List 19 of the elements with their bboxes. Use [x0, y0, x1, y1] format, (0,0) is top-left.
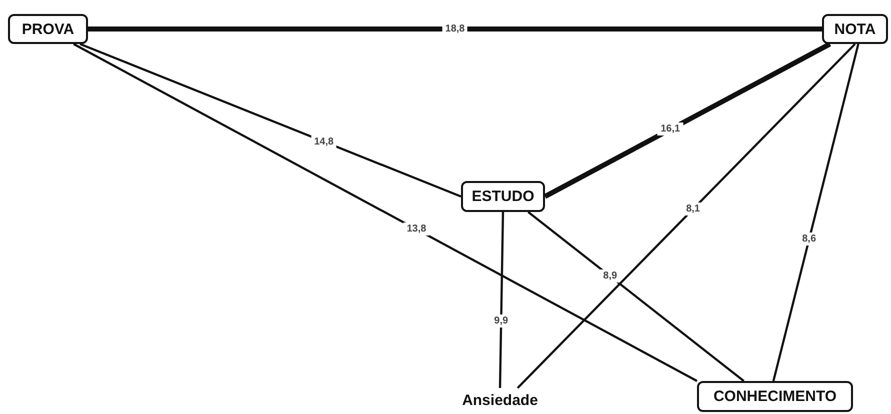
edge-label: 13,8	[404, 222, 430, 236]
edge-label: 8,9	[600, 270, 620, 283]
connector-line	[88, 26, 822, 32]
concept-label: Ansiedade	[456, 388, 544, 412]
connector-line	[80, 42, 462, 198]
connector-line	[772, 44, 860, 382]
connector-line	[73, 43, 698, 382]
connector-line	[528, 211, 744, 382]
concept-box: ESTUDO	[461, 181, 545, 212]
edge-label: 18,8	[442, 22, 468, 36]
connector-line	[516, 43, 856, 389]
connector-line	[498, 212, 504, 388]
connector-line	[544, 42, 832, 199]
edge-label: 16,1	[658, 122, 684, 136]
concept-box: PROVA	[8, 14, 88, 44]
edge-label: 14,8	[311, 135, 337, 148]
concept-box: NOTA	[822, 14, 888, 44]
edge-label: 8,1	[683, 202, 703, 216]
concept-box: CONHECIMENTO	[697, 381, 853, 412]
